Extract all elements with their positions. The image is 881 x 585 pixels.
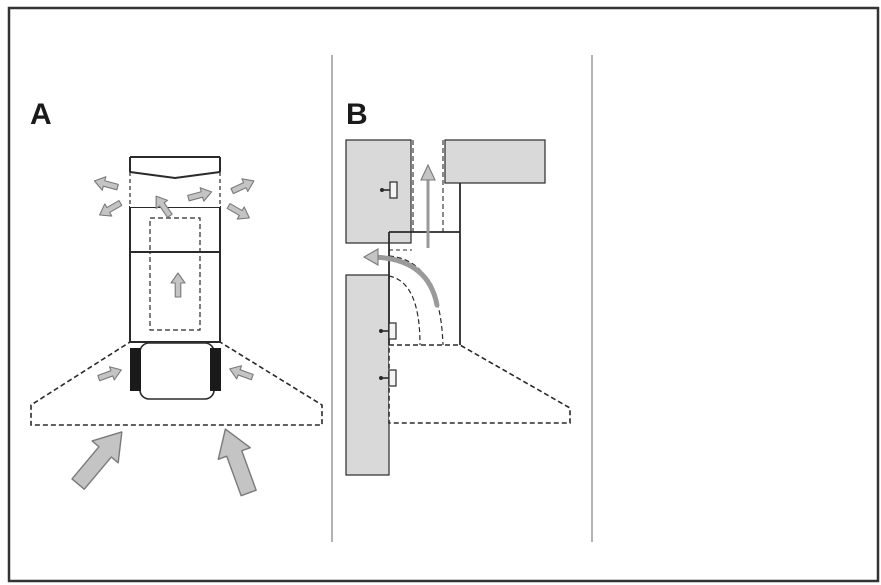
upper-chimney: [129, 206, 221, 253]
top-outlet: [130, 157, 220, 207]
motor-block: [139, 342, 215, 400]
panel-a-label: A: [30, 98, 52, 131]
panel-a: A: [30, 98, 323, 500]
airflow-arrow-icon: [369, 254, 440, 308]
airflow-arrow-icon: [420, 163, 436, 181]
filter-left: [130, 348, 141, 391]
wall-upper: [345, 139, 412, 244]
filter-right: [210, 348, 221, 391]
wall-lower: [345, 274, 390, 476]
panel-b-label: B: [346, 98, 368, 131]
ceiling-block: [444, 139, 546, 184]
hood-canopy: [388, 344, 571, 424]
panel-b: B: [345, 98, 571, 476]
